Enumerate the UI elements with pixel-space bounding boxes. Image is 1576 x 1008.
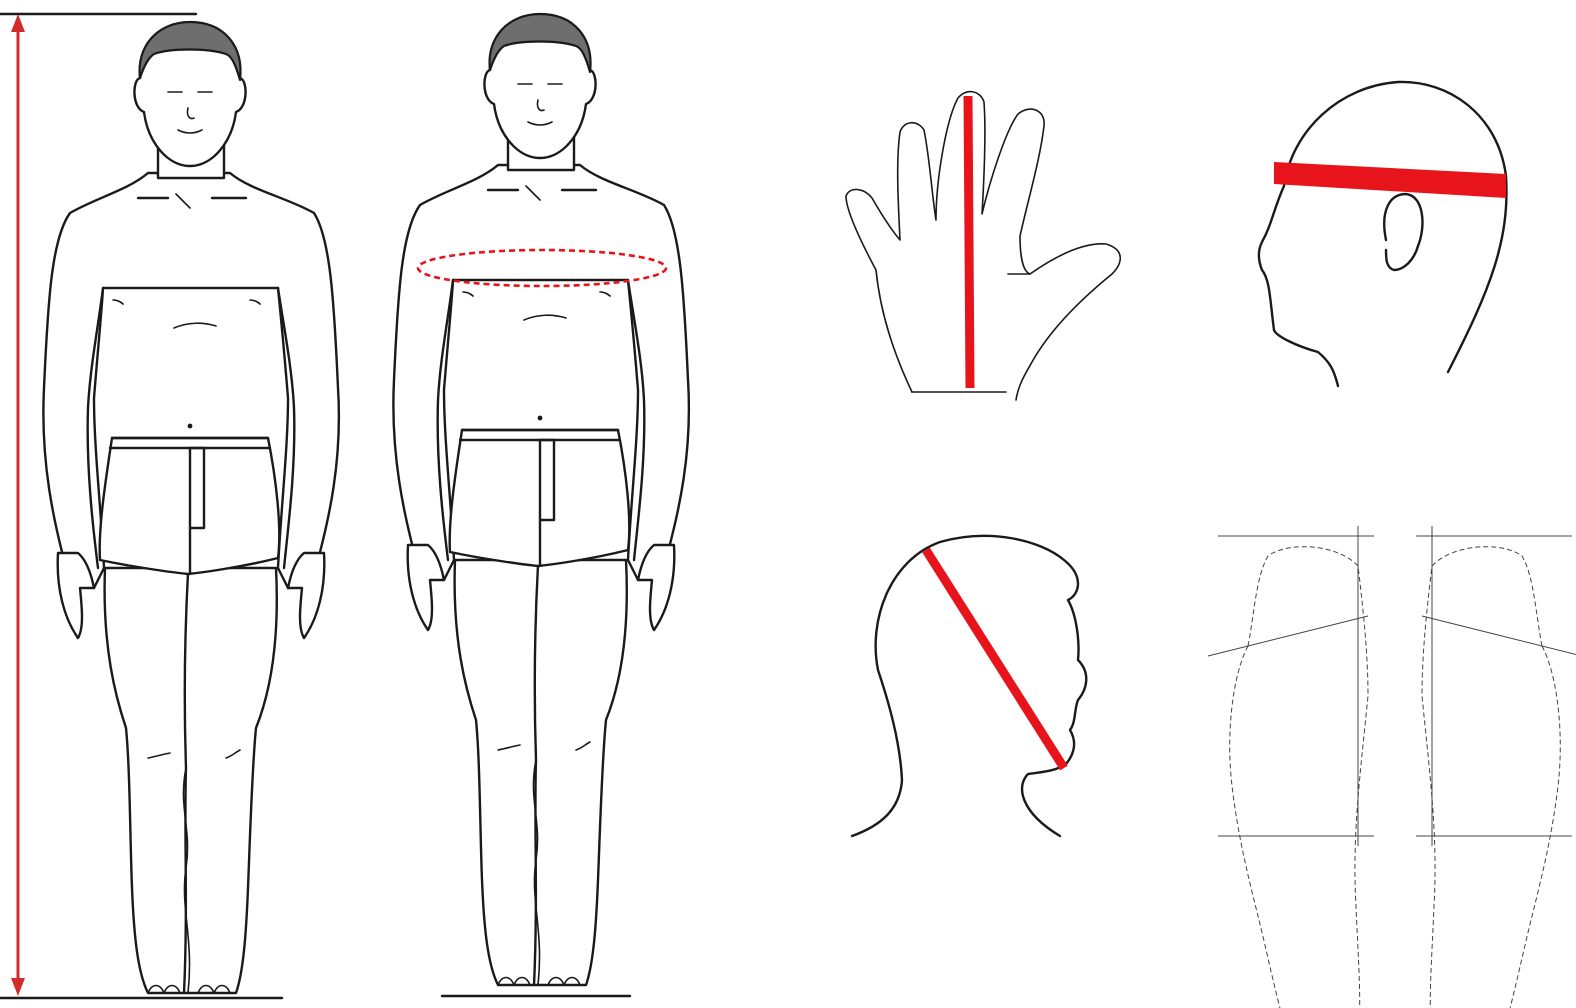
hand-length-bar	[968, 96, 970, 388]
figure-chest-girth	[393, 14, 689, 996]
figure-hand-length	[846, 92, 1120, 400]
figure-head-circumference	[1259, 82, 1507, 386]
figure-head-diagonal	[852, 536, 1086, 836]
height-arrow-bottom	[11, 978, 25, 996]
head-diagonal-bar	[926, 550, 1064, 768]
figure-full-height	[0, 14, 339, 998]
figure-foot-outline	[1208, 526, 1576, 1008]
height-arrow-top	[11, 14, 25, 32]
head-circumference-band	[1274, 162, 1506, 198]
